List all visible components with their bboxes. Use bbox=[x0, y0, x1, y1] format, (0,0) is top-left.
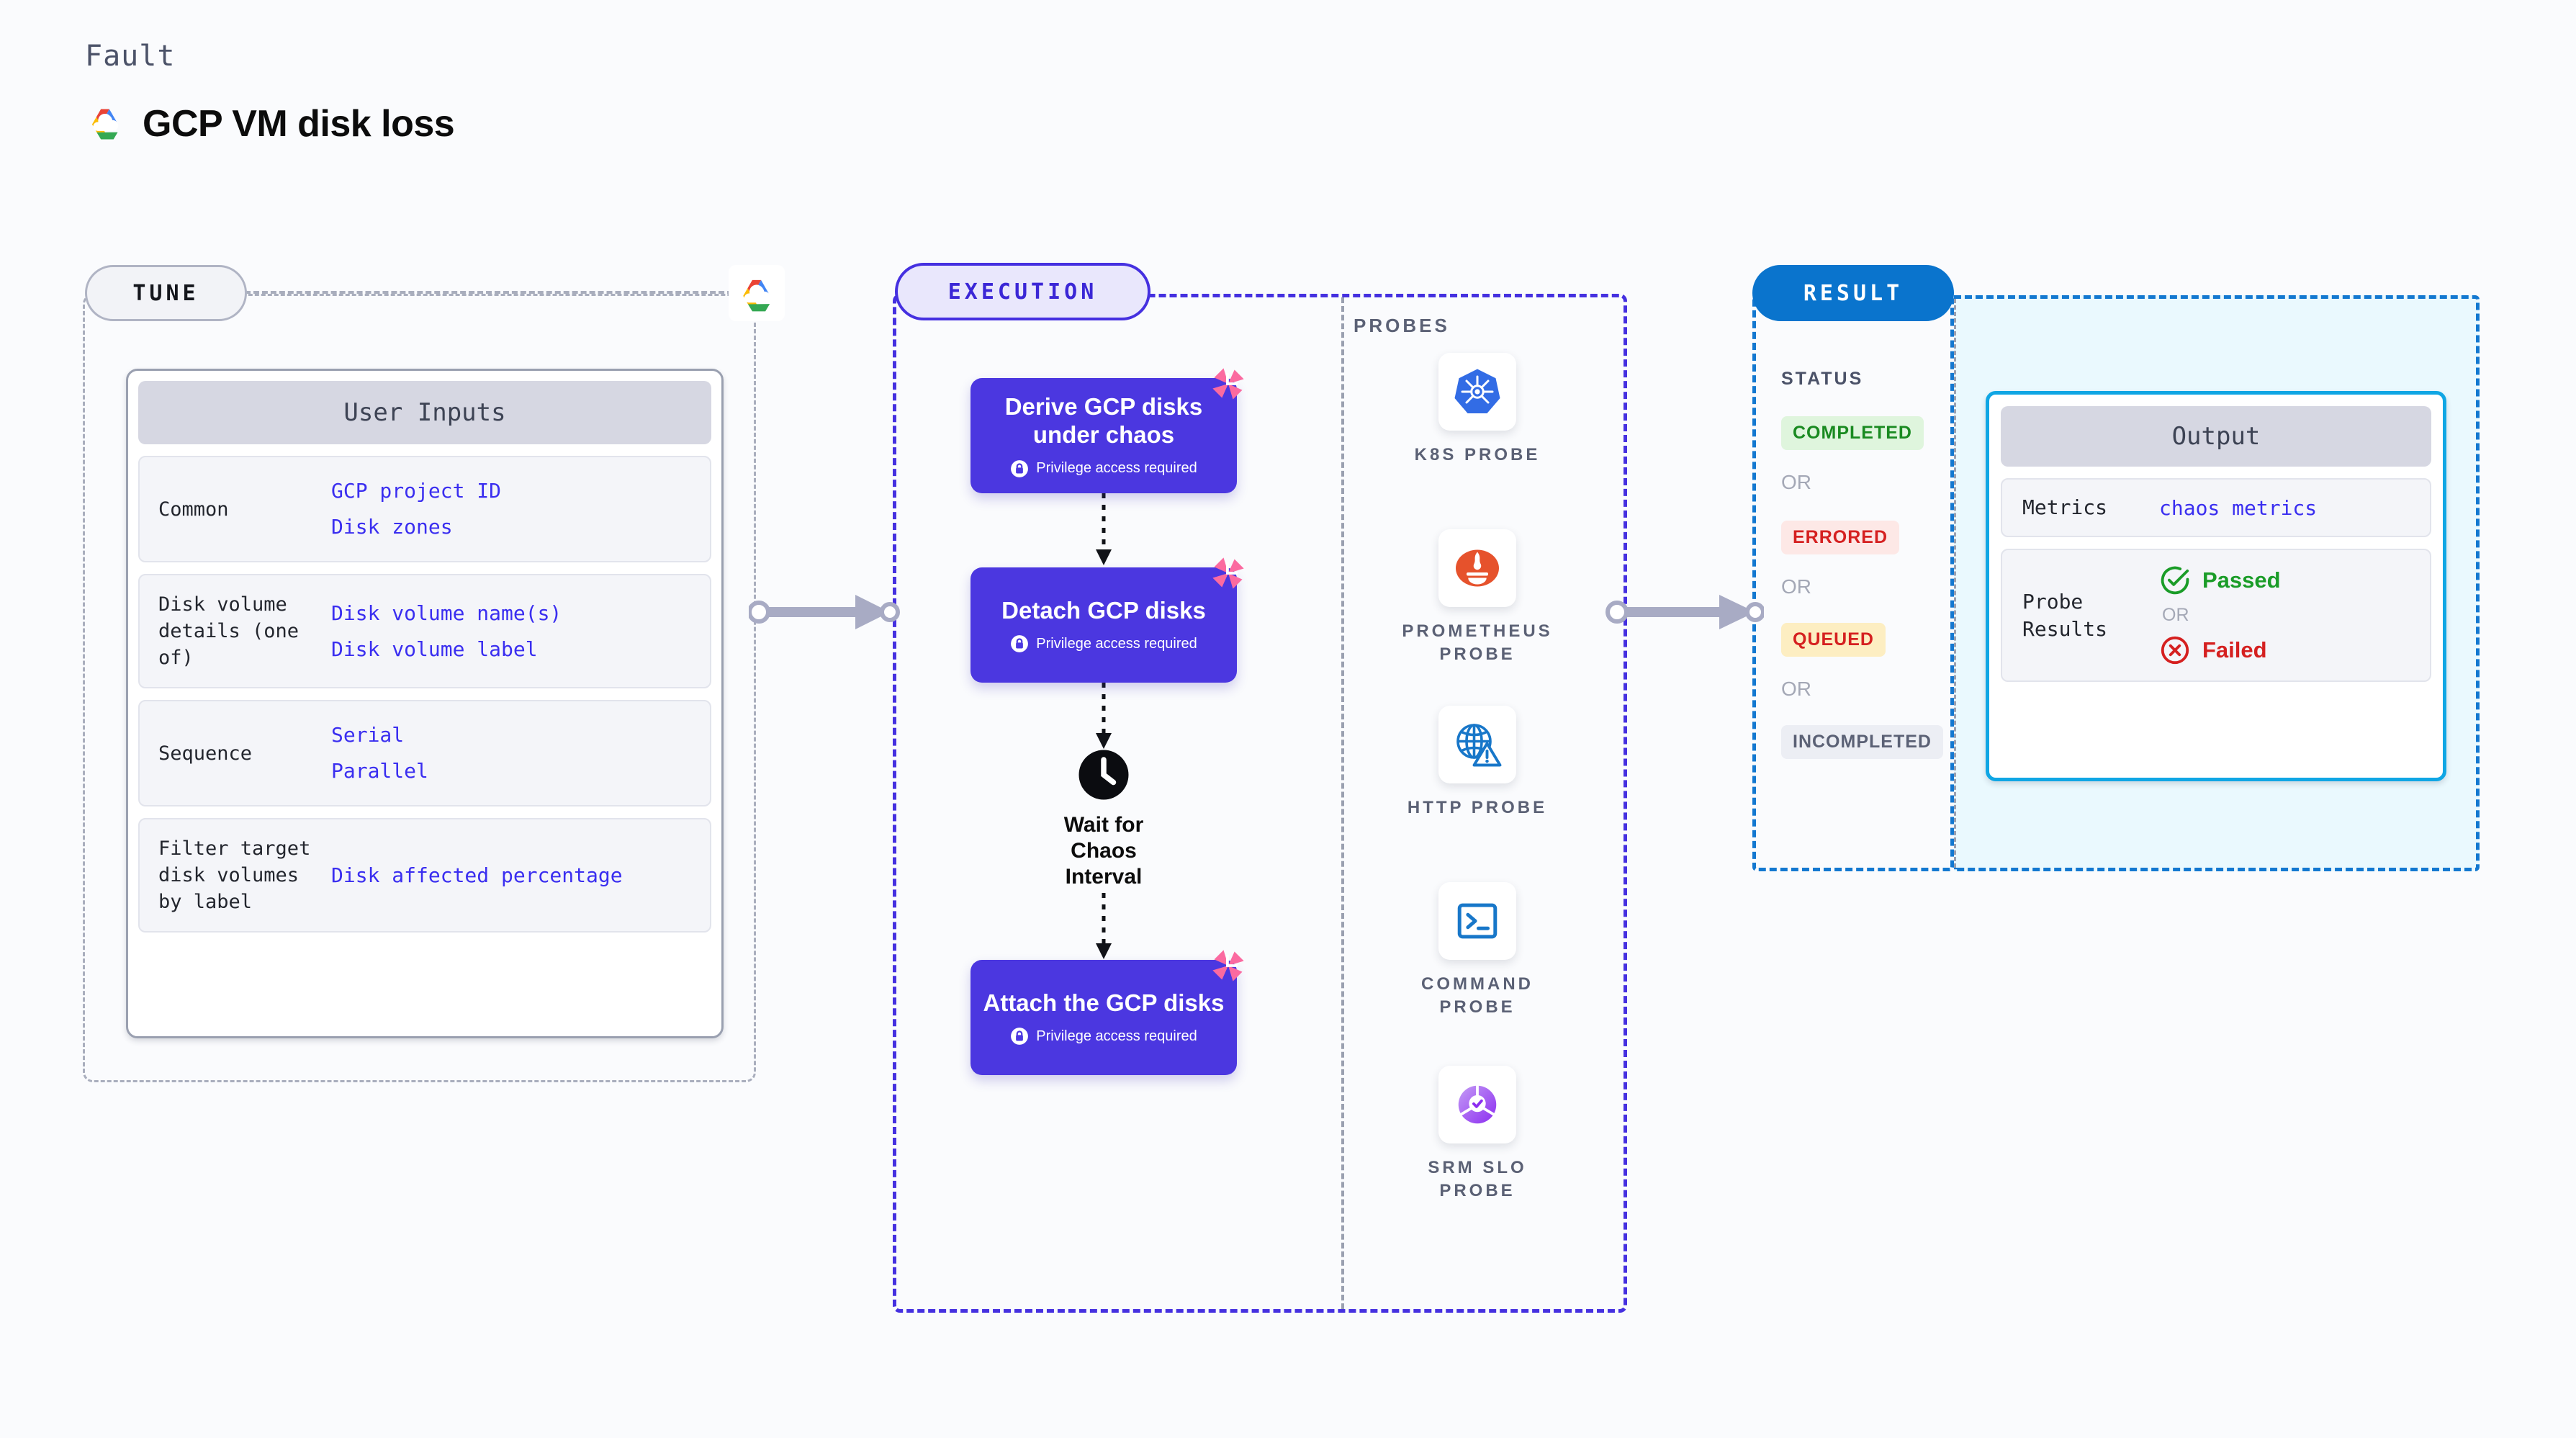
privilege-text: Privilege access required bbox=[1036, 1028, 1197, 1044]
probe-label: K8S PROBE bbox=[1414, 445, 1541, 464]
row-key: Metrics bbox=[2022, 495, 2108, 519]
output-card: Output Metrics chaos metrics Probe Resul… bbox=[1986, 391, 2446, 781]
execution-probes-divider bbox=[1341, 297, 1344, 1309]
probe-result-failed: Failed bbox=[2159, 634, 2281, 666]
row-key: Common bbox=[158, 498, 229, 521]
probe-item-srm-slo[interactable]: SRM SLO PROBE bbox=[1395, 1066, 1560, 1203]
probe-item-http[interactable]: HTTP PROBE bbox=[1395, 706, 1560, 819]
clock-icon bbox=[1078, 750, 1129, 800]
step-title: Derive GCP disks under chaos bbox=[1004, 393, 1203, 448]
result-inner-divider bbox=[1954, 299, 1956, 868]
row-value[interactable]: Parallel bbox=[331, 759, 428, 783]
row-key: Disk volume details (one of) bbox=[158, 593, 300, 669]
user-input-row-common: Common GCP project ID Disk zones bbox=[138, 456, 711, 562]
row-value[interactable]: GCP project ID bbox=[331, 479, 502, 503]
step-title: Detach GCP disks bbox=[1001, 596, 1206, 624]
lock-icon bbox=[1011, 635, 1029, 653]
chaos-pinwheel-icon bbox=[1212, 368, 1244, 400]
probe-item-command[interactable]: COMMAND PROBE bbox=[1395, 882, 1560, 1020]
flow-arrow-2 bbox=[1096, 683, 1112, 749]
gcp-logo-icon bbox=[85, 102, 125, 145]
user-input-row-disk-volume-details: Disk volume details (one of) Disk volume… bbox=[138, 574, 711, 688]
status-or-1: OR bbox=[1781, 471, 1811, 493]
prometheus-icon bbox=[1438, 529, 1516, 607]
result-status-panel bbox=[1752, 295, 1954, 871]
passed-label: Passed bbox=[2202, 567, 2281, 593]
execution-step-derive-gcp-disks[interactable]: Derive GCP disks under chaos Privilege a… bbox=[970, 368, 1244, 493]
step-title: Attach the GCP disks bbox=[983, 989, 1225, 1016]
row-key: Sequence bbox=[158, 742, 253, 765]
chaos-pinwheel-icon bbox=[1212, 557, 1244, 589]
output-card-title: Output bbox=[2001, 406, 2431, 467]
user-inputs-card-title: User Inputs bbox=[138, 381, 711, 444]
status-badge-incompleted: INCOMPLETED bbox=[1781, 725, 1943, 759]
status-badge-completed: COMPLETED bbox=[1781, 416, 1924, 450]
tune-connector-line bbox=[245, 291, 742, 294]
execution-wait-node: Wait for Chaos Interval bbox=[1042, 749, 1165, 890]
lock-icon bbox=[1011, 460, 1029, 477]
check-circle-icon bbox=[2161, 566, 2189, 595]
execution-tag: EXECUTION bbox=[895, 263, 1150, 320]
x-circle-icon bbox=[2161, 636, 2189, 665]
row-value[interactable]: Disk volume label bbox=[331, 637, 538, 661]
probes-section-title: PROBES bbox=[1354, 315, 1450, 336]
user-input-row-filter-by-label: Filter target disk volumes by label Disk… bbox=[138, 818, 711, 933]
privilege-note: Privilege access required bbox=[1010, 459, 1197, 478]
failed-label: Failed bbox=[2202, 637, 2267, 662]
probe-item-k8s[interactable]: K8S PROBE bbox=[1395, 353, 1560, 467]
kubernetes-icon bbox=[1438, 353, 1516, 431]
privilege-note: Privilege access required bbox=[1010, 1027, 1197, 1046]
lock-icon bbox=[1011, 1028, 1029, 1046]
chaos-pinwheel-icon bbox=[1212, 950, 1244, 981]
flow-arrow-1 bbox=[1096, 493, 1112, 565]
terminal-icon bbox=[1438, 882, 1516, 960]
http-globe-warning-icon bbox=[1438, 706, 1516, 783]
probe-result-passed: Passed bbox=[2159, 565, 2281, 596]
execution-step-attach-gcp-disks[interactable]: Attach the GCP disks Privilege access re… bbox=[970, 950, 1244, 1075]
probe-item-prometheus[interactable]: PROMETHEUS PROBE bbox=[1395, 529, 1560, 667]
eyebrow-label: Fault bbox=[85, 40, 176, 73]
user-inputs-card: User Inputs Common GCP project ID Disk z… bbox=[126, 369, 724, 1038]
privilege-note: Privilege access required bbox=[1010, 634, 1197, 653]
probe-result-or: OR bbox=[2162, 605, 2189, 625]
probe-label: COMMAND PROBE bbox=[1421, 974, 1534, 1017]
row-value[interactable]: Disk zones bbox=[331, 515, 453, 539]
row-key: Filter target disk volumes by label bbox=[158, 837, 311, 913]
connector-tune-to-execution bbox=[749, 595, 900, 629]
title-row: GCP VM disk loss bbox=[85, 102, 455, 145]
tune-tag: TUNE bbox=[85, 265, 247, 321]
output-row-metrics: Metrics chaos metrics bbox=[2001, 478, 2431, 537]
row-value[interactable]: chaos metrics bbox=[2159, 495, 2318, 520]
status-or-3: OR bbox=[1781, 678, 1811, 700]
connector-execution-to-result bbox=[1606, 595, 1764, 629]
tune-panel bbox=[83, 294, 756, 1082]
flow-arrow-3 bbox=[1096, 893, 1112, 959]
probe-label: PROMETHEUS PROBE bbox=[1402, 621, 1553, 665]
page-title: GCP VM disk loss bbox=[143, 102, 455, 145]
privilege-text: Privilege access required bbox=[1036, 460, 1197, 477]
page-header: Fault GCP VM disk loss bbox=[85, 40, 455, 145]
status-or-2: OR bbox=[1781, 575, 1811, 598]
srm-slo-icon bbox=[1438, 1066, 1516, 1143]
probe-label: SRM SLO PROBE bbox=[1428, 1158, 1527, 1201]
row-key: Probe Results bbox=[2022, 589, 2108, 641]
row-value[interactable]: Disk volume name(s) bbox=[331, 601, 562, 625]
row-value[interactable]: Disk affected percentage bbox=[331, 863, 623, 887]
result-tag: RESULT bbox=[1752, 265, 1954, 321]
output-row-probe-results: Probe Results Passed OR Failed bbox=[2001, 549, 2431, 682]
row-value[interactable]: Serial bbox=[331, 723, 405, 747]
status-badge-errored: ERRORED bbox=[1781, 521, 1900, 554]
probe-label: HTTP PROBE bbox=[1407, 798, 1548, 817]
status-section-title: STATUS bbox=[1781, 369, 1864, 389]
user-input-row-sequence: Sequence Serial Parallel bbox=[138, 700, 711, 806]
status-badge-queued: QUEUED bbox=[1781, 623, 1886, 657]
gcp-logo-icon bbox=[729, 265, 785, 321]
privilege-text: Privilege access required bbox=[1036, 635, 1197, 652]
wait-node-label: Wait for Chaos Interval bbox=[1063, 813, 1144, 889]
execution-step-detach-gcp-disks[interactable]: Detach GCP disks Privilege access requir… bbox=[970, 557, 1244, 683]
